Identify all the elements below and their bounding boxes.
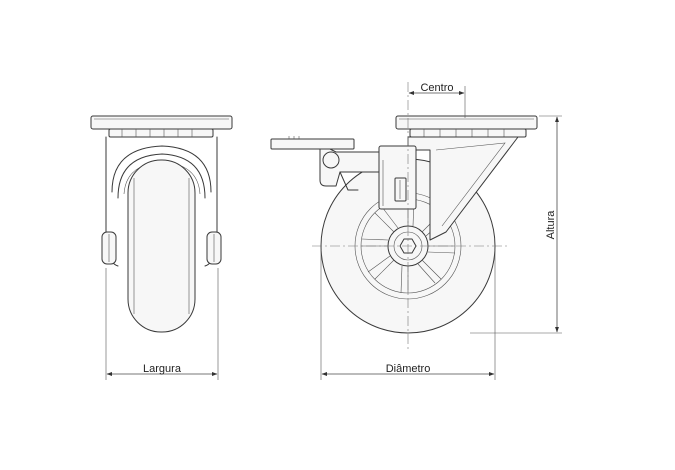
diameter-label: Diâmetro [386, 363, 431, 375]
side-top-plate [395, 115, 538, 130]
height-label: Altura [545, 210, 557, 240]
side-view: Centro Diâmetro Altura [270, 82, 562, 380]
width-label: Largura [143, 363, 182, 375]
front-top-plate [90, 115, 233, 130]
brake-pedal [270, 138, 355, 150]
front-swivel-ring [108, 128, 214, 138]
front-wheel [127, 159, 196, 333]
front-view: Largura [90, 115, 233, 380]
side-swivel-ring [409, 128, 527, 138]
center-label: Centro [420, 82, 453, 94]
brake-slot [394, 177, 407, 202]
brake-pivot [322, 151, 340, 169]
front-fork-arch [111, 145, 212, 193]
